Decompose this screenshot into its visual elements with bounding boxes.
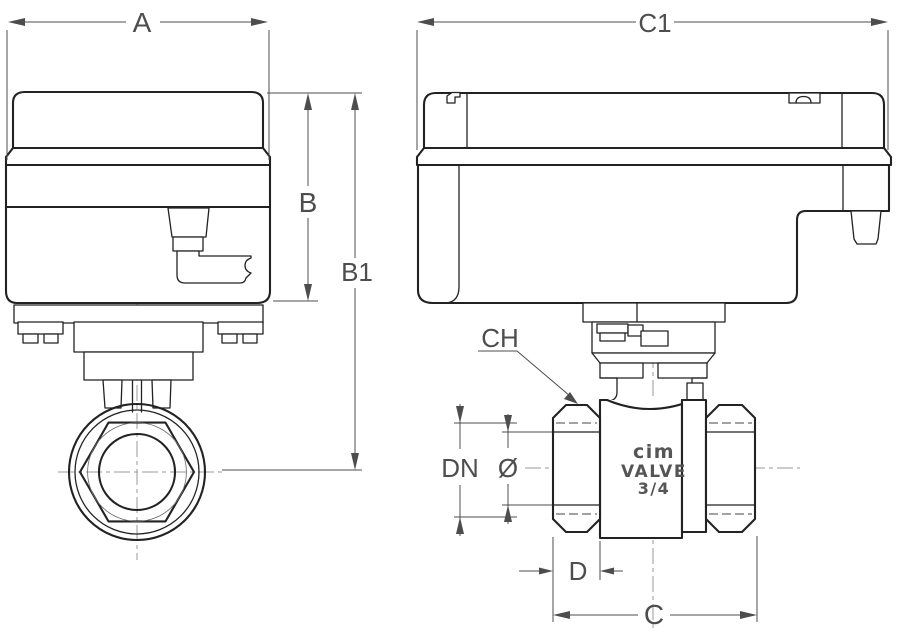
actuator-cap-side <box>11 90 265 150</box>
actuator-band-front <box>415 146 893 167</box>
valve-bracket-lower <box>83 351 194 381</box>
arrow-a-left <box>8 18 25 26</box>
dimension-d: D <box>519 541 623 586</box>
actuator-connector-detail <box>167 207 252 284</box>
thread-lines-left <box>556 422 597 515</box>
arrow-a-right <box>251 18 268 26</box>
side-view-valve-end <box>67 402 207 542</box>
arrow-d-right <box>600 567 614 575</box>
dimension-b: B <box>267 92 362 302</box>
dimension-ch: CH <box>478 323 578 404</box>
arrow-ch <box>564 392 578 404</box>
arrow-c1-left <box>417 18 434 26</box>
dimension-label-diameter: Ø <box>498 453 518 483</box>
arrow-b1-bottom <box>351 453 359 470</box>
arrow-b-top <box>304 93 312 110</box>
actuator-body-front <box>416 163 891 305</box>
stem-nut-right <box>657 362 708 379</box>
arrow-dia-top <box>504 415 512 432</box>
valve-stem <box>131 379 143 413</box>
arrow-c-left <box>553 611 570 619</box>
dimension-label-d: D <box>569 556 588 586</box>
actuator-cap-front <box>422 91 886 150</box>
dimension-label-c: C <box>644 599 664 630</box>
mounting-plate <box>13 304 264 324</box>
stem-bracket <box>582 302 726 323</box>
cap-clip-left <box>446 91 461 104</box>
front-view-stem-stack <box>582 302 726 404</box>
cable-gland <box>850 210 882 245</box>
dimension-label-ch: CH <box>481 323 519 353</box>
dimension-c1: C1 <box>416 8 889 150</box>
valve-product-text: VALVE <box>621 462 687 482</box>
arrow-b-bottom <box>304 284 312 301</box>
arrow-b1-top <box>351 93 359 110</box>
valve-end-hexagon <box>78 421 196 523</box>
dimension-label-a: A <box>133 7 152 38</box>
valve-size-text: 3/4 <box>638 479 671 498</box>
arrow-dia-bottom <box>504 505 512 522</box>
front-view-actuator <box>415 91 893 305</box>
dimension-label-b: B <box>299 187 318 218</box>
valve-hex-cap-left <box>551 403 602 534</box>
valve-end-chamfer-circle <box>87 422 187 522</box>
side-view: A B B1 <box>4 7 373 560</box>
stem-flat-tab <box>640 330 669 347</box>
actuator-body-seam-left <box>446 164 460 304</box>
front-view-valve: cim VALVE 3/4 <box>551 398 757 540</box>
valve-hex-cap-right <box>704 403 757 534</box>
valve-brand-text: cim <box>633 441 675 463</box>
dimension-a: A <box>6 7 270 160</box>
dimension-diameter: Ø <box>498 414 552 524</box>
thread-lines-right <box>709 422 752 515</box>
arrow-c1-right <box>871 18 888 26</box>
cap-clip-right <box>788 92 821 104</box>
arrow-dn-bottom <box>456 517 464 534</box>
dimension-c: C <box>552 536 758 630</box>
dimension-label-dn: DN <box>441 453 479 483</box>
dimension-label-b1: B1 <box>341 257 373 287</box>
arrow-dn-top <box>456 406 464 423</box>
valve-bore-circle <box>97 432 177 512</box>
actuator-cap-seams <box>466 92 843 149</box>
gland-taper <box>591 352 716 364</box>
stem-leg-left <box>102 379 123 409</box>
dimension-b1: B1 <box>222 93 373 471</box>
valve-end-second-circle <box>74 409 200 535</box>
dimension-label-c1: C1 <box>638 8 671 38</box>
valve-end-outer-circle <box>67 402 207 542</box>
side-view-mounting <box>13 304 264 413</box>
front-view: cim VALVE 3/4 C1 CH DN <box>415 8 893 630</box>
arrow-d-left <box>539 567 553 575</box>
mounting-bolt-left <box>17 321 64 344</box>
stem-leg-right <box>151 379 172 409</box>
side-view-actuator <box>4 90 272 305</box>
dimension-dn: DN <box>441 404 517 536</box>
ch-leader-line <box>478 350 571 397</box>
valve-bracket-upper <box>73 321 204 353</box>
valve-union-ring <box>680 398 708 534</box>
mounting-bolt-right <box>217 321 264 344</box>
stem-nut-left <box>599 362 644 379</box>
arrow-c-right <box>740 611 757 619</box>
